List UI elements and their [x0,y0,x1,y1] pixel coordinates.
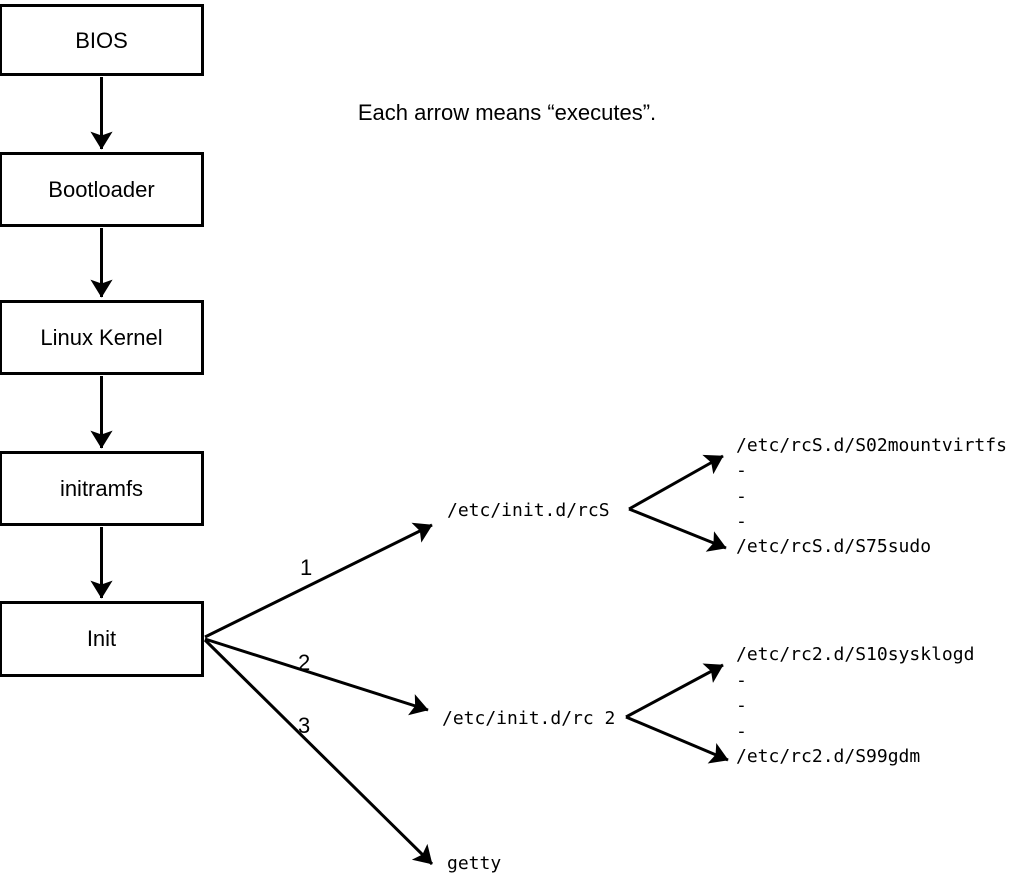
arrow-init-to-rc2 [204,637,429,716]
rcs-child-item: - [736,486,747,507]
rc2-child-item: - [736,670,747,691]
node-bios: BIOS [0,4,204,76]
rcs-child-item: - [736,460,747,481]
node-linux-kernel-box [0,300,204,375]
rc2-child-item: - [736,695,747,716]
target-getty: getty [447,853,501,874]
rc2-child-item: - [736,721,747,742]
node-init-box [0,601,204,677]
node-linux-kernel: Linux Kernel [0,300,204,375]
rcs-child-item: /etc/rcS.d/S75sudo [736,536,931,557]
node-bootloader: Bootloader [0,152,204,227]
arrow-init-to-getty [203,638,434,866]
arrow-order-label-3: 3 [298,713,310,738]
node-initramfs-label: initramfs [60,476,143,501]
rc2-child-item: /etc/rc2.d/S10sysklogd [736,644,974,665]
node-bios-box [0,4,204,76]
node-init-label: Init [87,626,116,651]
rcs-child-item: /etc/rcS.d/S02mountvirtfs [736,435,1007,456]
node-initramfs-box [0,451,204,526]
diagram-note: Each arrow means “executes”. [358,100,656,125]
node-bios-label: BIOS [75,28,128,53]
arrow-rc2-to-last-script [625,715,729,764]
rc2-child-item: /etc/rc2.d/S99gdm [736,746,920,767]
node-init: Init [0,601,204,677]
arrow-rcs-to-first-script [628,454,724,511]
arrow-rc2-to-first-script [625,663,724,719]
node-bootloader-box [0,152,204,227]
node-bootloader-label: Bootloader [48,177,154,202]
arrow-init-to-rcs [204,522,433,639]
arrow-rcs-to-last-script [628,507,727,552]
target-rcs: /etc/init.d/rcS [447,500,610,521]
rcs-child-item: - [736,511,747,532]
arrow-order-label-2: 2 [298,650,310,675]
arrow-order-label-1: 1 [300,555,312,580]
node-linux-kernel-label: Linux Kernel [40,325,162,350]
target-rc2: /etc/init.d/rc 2 [442,708,615,729]
node-initramfs: initramfs [0,451,204,526]
